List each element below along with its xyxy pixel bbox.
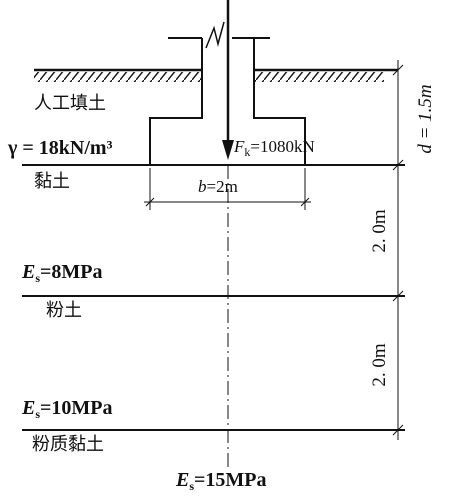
fill-unit-weight: γ = 18kN/m³ xyxy=(8,137,113,159)
width-label: b=2m xyxy=(198,177,238,196)
height-2-label: 2. 0m xyxy=(369,343,390,387)
ground-surface xyxy=(34,68,398,82)
layer-clay-name: 黏土 xyxy=(34,171,70,192)
es-bottom: Es=15MPa xyxy=(176,469,267,493)
width-dimension xyxy=(144,168,311,210)
depth-d-label: d = 1.5m xyxy=(415,84,436,154)
load-arrow xyxy=(222,0,234,160)
layer-fill-name: 人工填土 xyxy=(34,93,106,114)
load-label: Fk=1080kN xyxy=(234,137,315,159)
layer-silt-name: 粉土 xyxy=(46,300,82,321)
height-1-label: 2. 0m xyxy=(369,209,390,253)
es-silty-clay: Es=10MPa xyxy=(22,397,113,421)
layer-silty-clay-name: 粉质黏土 xyxy=(32,434,104,455)
depth-dimensions xyxy=(392,60,404,440)
es-silt: Es=8MPa xyxy=(22,261,103,285)
